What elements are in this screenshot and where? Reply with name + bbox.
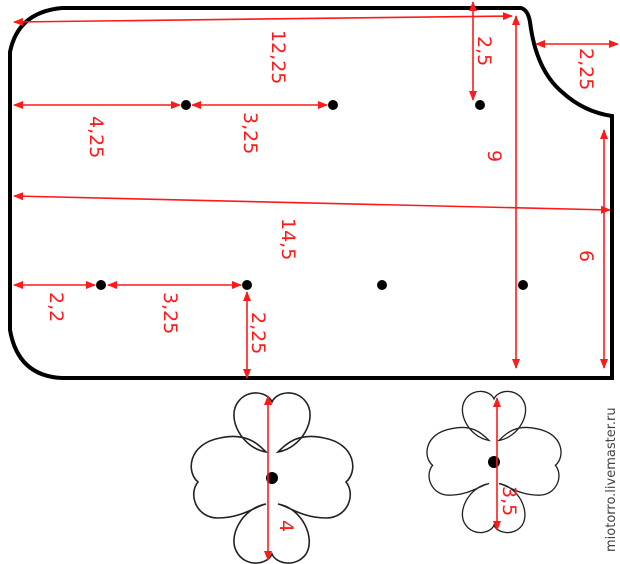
large-flower-shape xyxy=(190,392,354,564)
dim-label-14-5: 14,5 xyxy=(277,218,299,260)
dim-label-2-2: 2,2 xyxy=(45,292,67,322)
dim-label-3-25-top: 3,25 xyxy=(239,112,261,154)
dim-label-2-5: 2,5 xyxy=(473,36,495,66)
dim-label-3-25-bottom: 3,25 xyxy=(159,292,181,334)
dim-line-14-5 xyxy=(13,192,611,214)
snap-dot-bottom-2 xyxy=(242,280,252,290)
credit-watermark: miotorro.livemaster.ru xyxy=(604,407,619,552)
dim-label-2-25-corner: 2,25 xyxy=(575,48,597,90)
dim-label-4-25: 4,25 xyxy=(85,116,107,158)
dim-label-3-5: 3,5 xyxy=(498,486,520,516)
snap-dot-bottom-3 xyxy=(377,280,387,290)
dim-line-12-25 xyxy=(13,12,513,26)
dim-label-2-25-bottom: 2,25 xyxy=(247,312,269,354)
dim-label-9: 9 xyxy=(483,150,505,162)
dim-label-4: 4 xyxy=(275,520,297,532)
small-flower-shape xyxy=(426,390,562,534)
snap-dot-top-left xyxy=(181,100,191,110)
snap-dot-bottom-1 xyxy=(96,280,106,290)
small-flower-center-dot xyxy=(488,456,500,468)
snap-dot-top-middle xyxy=(328,100,338,110)
snap-dot-bottom-4 xyxy=(518,280,528,290)
snap-dot-top-right xyxy=(475,100,485,110)
pattern-outline xyxy=(8,6,614,380)
dim-label-6: 6 xyxy=(575,250,597,262)
dim-label-12-25: 12,25 xyxy=(267,30,289,84)
